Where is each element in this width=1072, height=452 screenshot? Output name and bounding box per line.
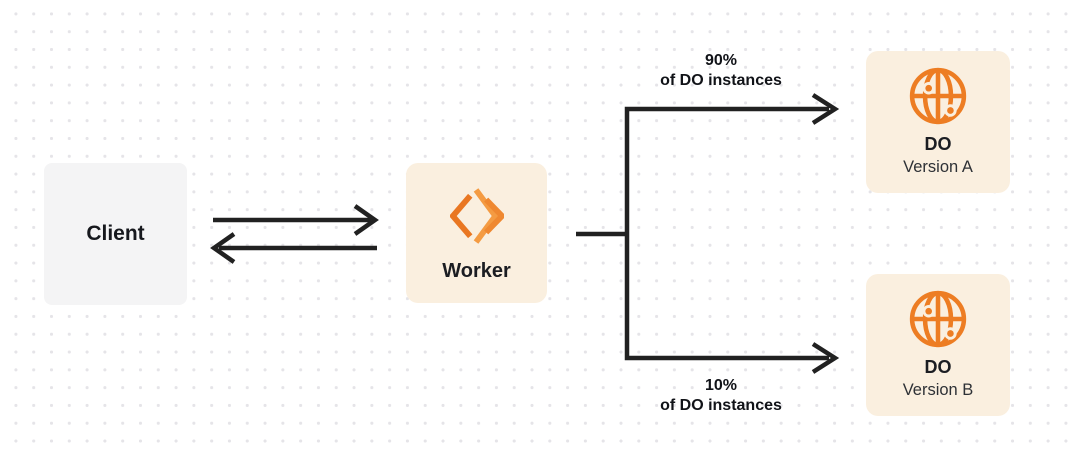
branch-top-label: 90% of DO instances xyxy=(611,51,831,91)
branch-connector-line xyxy=(624,106,829,361)
branch-bottom-caption: of DO instances xyxy=(660,397,782,414)
branch-bottom-percent: 10% xyxy=(704,377,738,394)
worker-node: Worker xyxy=(406,163,547,303)
branch-bottom-label: 10% of DO instances xyxy=(611,376,831,416)
client-label: Client xyxy=(86,222,145,245)
do-version-b-subtitle: Version B xyxy=(902,380,974,399)
worker-chevrons-icon xyxy=(449,184,504,248)
branch-top-caption: of DO instances xyxy=(660,72,782,89)
durable-object-globe-icon xyxy=(909,290,967,348)
branch-bottom-arrowhead xyxy=(811,342,840,374)
do-version-b-node: DO Version B xyxy=(866,274,1010,416)
do-version-a-subtitle: Version A xyxy=(903,157,973,176)
branch-top-percent: 90% xyxy=(704,52,738,69)
durable-object-globe-icon xyxy=(909,67,967,125)
client-node: Client xyxy=(44,163,187,305)
branch-top-arrowhead xyxy=(811,93,840,125)
worker-to-client-arrowhead xyxy=(210,232,236,264)
do-version-b-title: DO xyxy=(924,356,952,377)
worker-label: Worker xyxy=(442,259,511,282)
client-to-worker-arrowhead xyxy=(353,204,379,236)
do-version-a-node: DO Version A xyxy=(866,51,1010,193)
do-version-a-title: DO xyxy=(924,133,952,154)
